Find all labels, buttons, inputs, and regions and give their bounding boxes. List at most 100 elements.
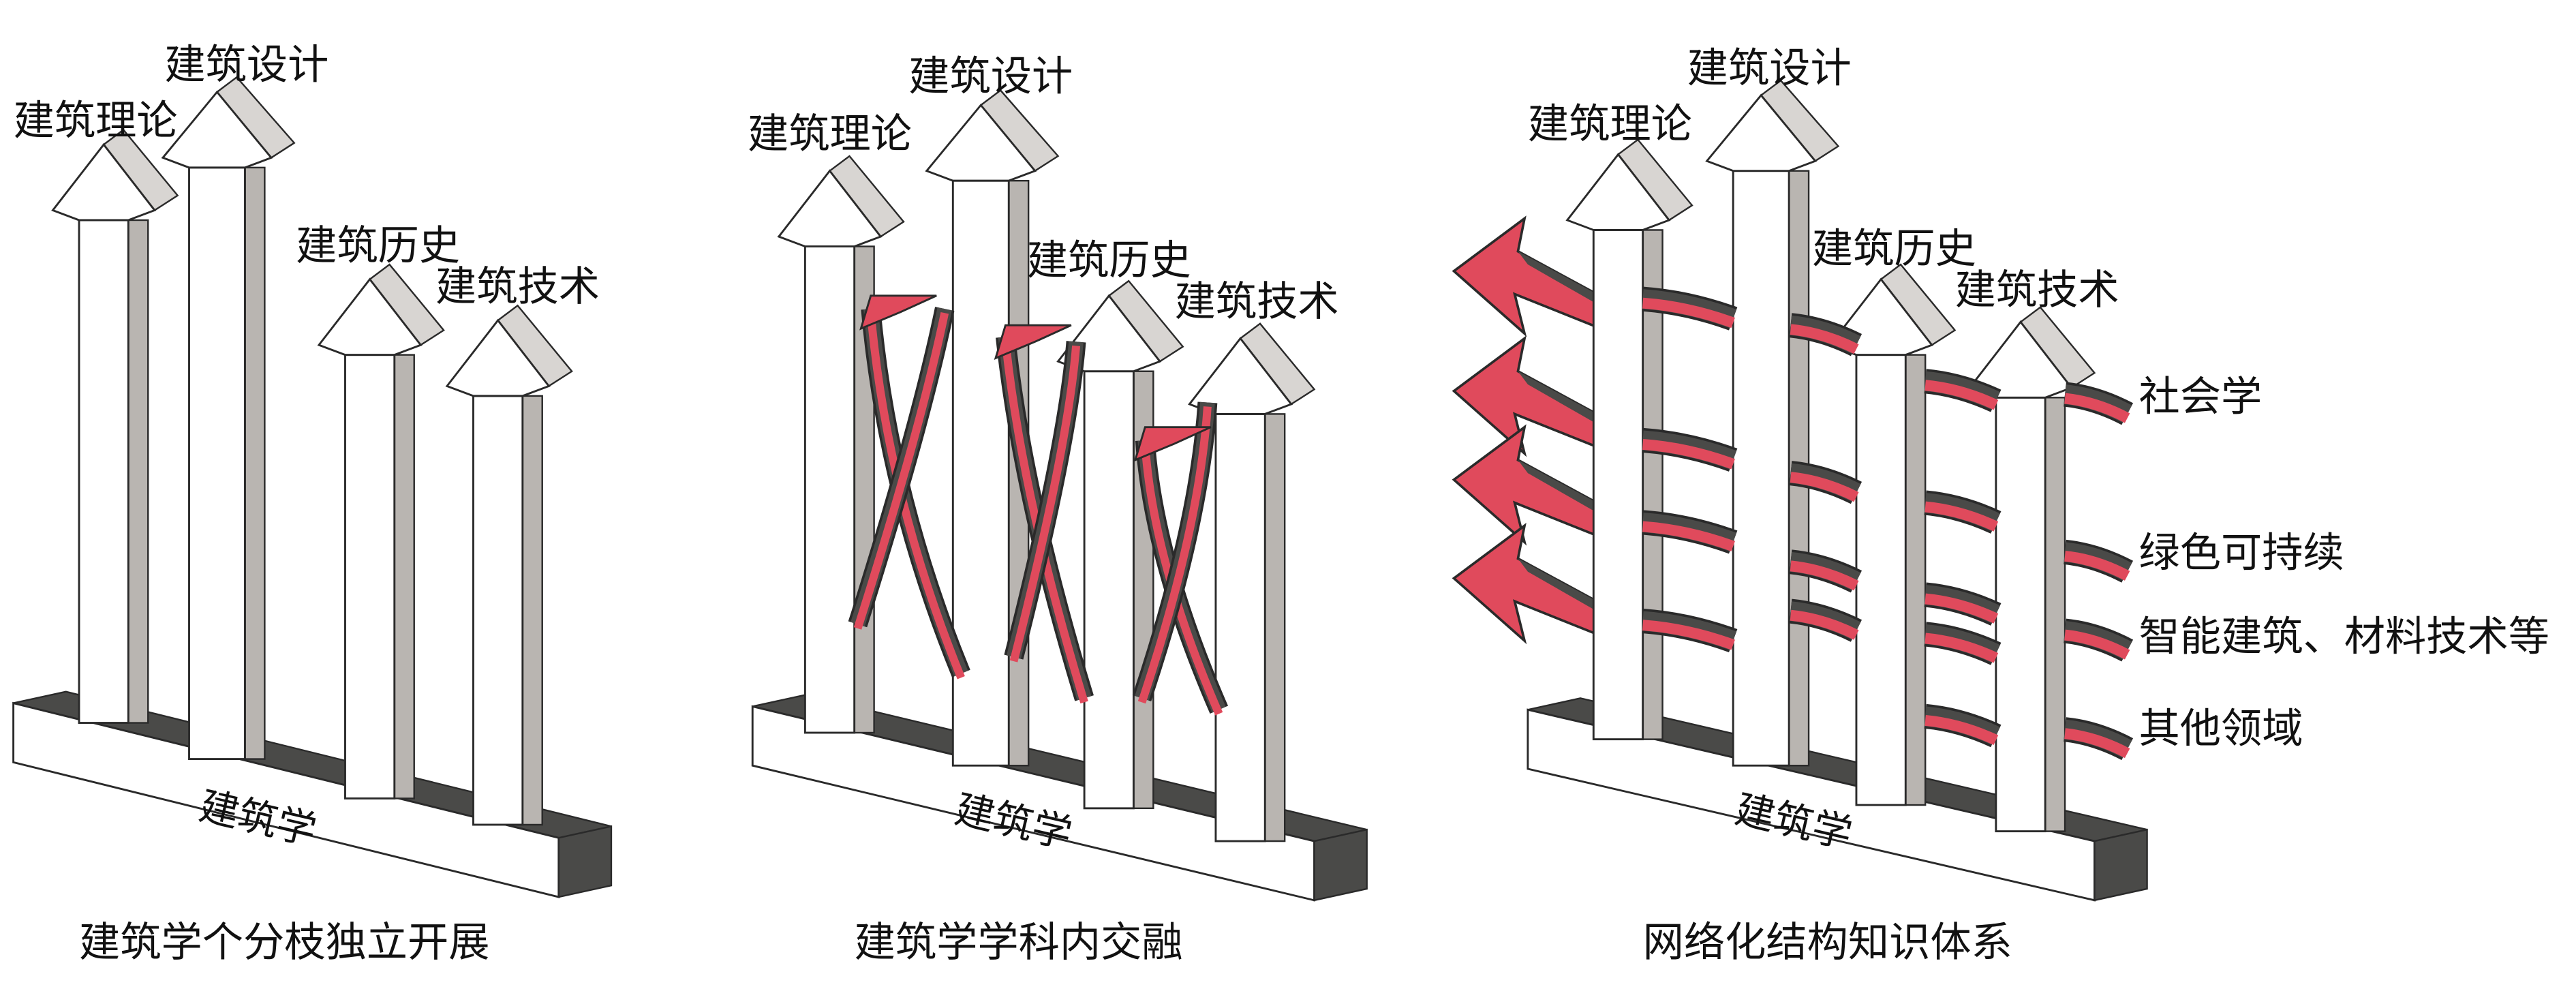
arrowhead-front <box>1705 93 1818 172</box>
connector-red <box>1642 521 1735 551</box>
branch-arrow <box>1188 322 1316 842</box>
arrow-shaft-side <box>1264 413 1286 842</box>
arrowhead-front <box>1565 153 1671 231</box>
connector-red <box>1009 345 1081 663</box>
connector-red <box>1642 620 1735 650</box>
internal-connectors <box>848 294 1229 716</box>
connector-red <box>2064 728 2130 759</box>
connector-red <box>1790 609 1859 640</box>
arrow-shaft-front <box>472 395 524 826</box>
cross-field-bands <box>1642 286 2134 761</box>
arrow-shaft-front <box>1995 396 2046 833</box>
branch-label: 建筑设计 <box>164 42 328 89</box>
field-label: 智能建筑、材料技术等 <box>2139 613 2550 660</box>
branch-arrow <box>51 128 179 724</box>
connector-arrowhead <box>859 294 937 331</box>
connector-red <box>1925 380 1999 410</box>
connector-red <box>1790 560 1859 591</box>
arrow-shaft-side <box>2044 397 2066 832</box>
arrow-shaft-front <box>803 245 856 734</box>
outward-arrow-shadow <box>1518 558 1597 611</box>
outward-arrow <box>1452 215 1598 337</box>
branch-label: 建筑设计 <box>908 53 1073 101</box>
branch-label: 建筑历史 <box>1812 226 1976 273</box>
connector-red <box>853 311 949 630</box>
arrowhead-front <box>161 90 273 169</box>
connector-red <box>1642 297 1735 329</box>
connector-red <box>1925 501 1999 532</box>
branch-label: 建筑历史 <box>296 222 460 270</box>
connector-red <box>1790 472 1859 502</box>
arrow-shaft-front <box>1083 370 1135 810</box>
arrowhead-front <box>777 169 883 247</box>
branch-label: 建筑技术 <box>1175 278 1339 326</box>
connector-red <box>2064 550 2130 581</box>
arrow-shaft-front <box>78 219 129 724</box>
branch-label: 建筑设计 <box>1687 45 1852 93</box>
branch-arrow <box>161 76 296 761</box>
branch-arrow <box>317 263 445 800</box>
outward-arrow <box>1452 335 1598 457</box>
branch-label: 建筑理论 <box>1528 100 1692 148</box>
field-label: 其他领域 <box>2139 705 2303 752</box>
base-end-face <box>1313 828 1368 902</box>
branch-label: 建筑理论 <box>748 110 912 158</box>
arrow-shaft-front <box>1855 354 1907 806</box>
arrow-shaft-front <box>1732 170 1790 767</box>
branch-arrow <box>777 155 905 734</box>
arrowhead-front <box>445 318 551 397</box>
arrow-shaft-side <box>521 395 543 826</box>
connector-red <box>1137 406 1212 704</box>
arrow-shaft-front <box>1592 228 1644 741</box>
branch-arrow <box>1705 79 1840 767</box>
connector-red <box>1790 324 1859 354</box>
field-label: 绿色可持续 <box>2139 530 2344 577</box>
panel-3: 建筑学建筑理论建筑设计建筑历史建筑技术社会学绿色可持续智能建筑、材料技术等其他领… <box>1452 45 2550 967</box>
outward-arrow-shadow <box>1518 371 1597 424</box>
connector-red <box>1141 444 1223 716</box>
branch-label: 建筑技术 <box>1955 267 2119 314</box>
branch-label: 建筑理论 <box>14 97 178 145</box>
outward-arrow-shadow <box>1518 459 1597 513</box>
arrow-shaft-front <box>188 166 246 761</box>
branch-arrow <box>1565 138 1693 741</box>
arrowhead-front <box>1188 337 1293 415</box>
field-label: 社会学 <box>2139 374 2263 421</box>
arrow-shaft-side <box>244 166 266 760</box>
panel-title: 建筑学学科内交融 <box>855 919 1183 967</box>
arrow-shaft-side <box>853 245 875 734</box>
arrow-shaft-side <box>393 354 415 800</box>
panel-title: 建筑学个分枝独立开展 <box>79 919 490 967</box>
arrow-shaft-side <box>127 219 149 724</box>
connector-red <box>1925 714 1999 746</box>
base-end-face <box>2094 828 2148 902</box>
branch-label: 建筑历史 <box>1027 237 1191 285</box>
arrow-shaft-front <box>344 354 396 800</box>
base-end-face <box>557 825 613 898</box>
arrow-shaft-side <box>1905 354 1927 806</box>
outward-arrow-shadow <box>1518 251 1597 304</box>
connector-red <box>1001 340 1088 704</box>
connector-arrowhead <box>994 324 1072 360</box>
arrowhead-front <box>925 103 1037 182</box>
connector-red <box>2064 629 2130 660</box>
branch-arrow <box>1967 306 2096 833</box>
panel-title: 网络化结构知识体系 <box>1643 919 2012 967</box>
arrowhead-front <box>317 277 423 356</box>
arrow-shaft-front <box>1214 412 1266 842</box>
arrowhead-front <box>51 142 157 222</box>
branch-arrow <box>925 89 1060 767</box>
arrow-shaft-front <box>951 179 1010 767</box>
connector-shadow <box>863 308 968 677</box>
connector-red <box>2064 393 2130 423</box>
arrow-shaft-side <box>1642 229 1663 740</box>
connector-red <box>1925 593 1999 624</box>
connector-red <box>1642 439 1735 470</box>
connector-red <box>1925 633 1999 663</box>
connector-arrowhead <box>1133 426 1212 462</box>
branch-arrow <box>445 304 573 826</box>
outward-arrows <box>1452 215 1598 645</box>
